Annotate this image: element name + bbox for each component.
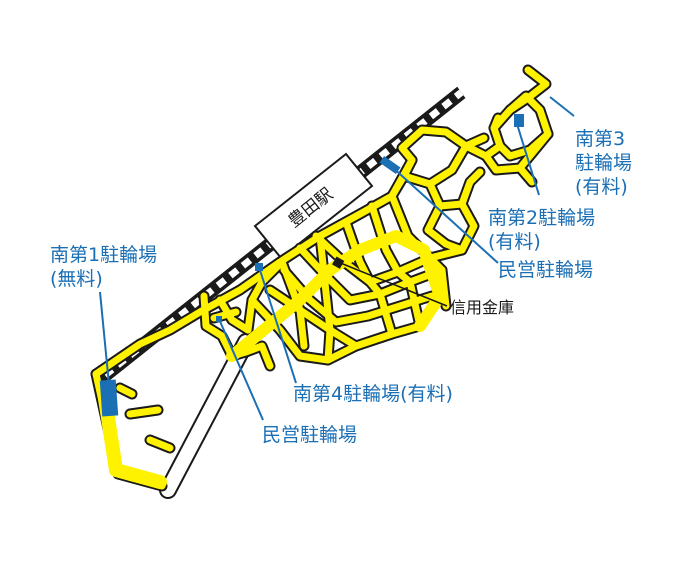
road [116, 384, 174, 452]
leader-minami2 [516, 123, 540, 196]
leader-minami3 [549, 96, 575, 117]
road [482, 130, 552, 174]
leader-minei-west [218, 318, 264, 421]
parking-marker-minami1 [99, 379, 119, 417]
leader-minami4 [258, 266, 297, 384]
label-minei-east: 民営駐輪場 [498, 259, 594, 281]
label-minei-west: 民営駐輪場 [262, 424, 358, 446]
label-minami1: 南第1駐輪場 (無料) [50, 244, 158, 290]
leader-lines [99, 96, 575, 421]
parking-marker-minami3 [514, 114, 524, 127]
road [424, 200, 478, 254]
leader-landmark [337, 261, 448, 307]
road-network [90, 64, 554, 492]
road [244, 258, 286, 334]
road [266, 286, 360, 350]
label-minami3: 南第3 駐輪場 (有料) [575, 128, 633, 198]
label-landmark: 信用金庫 [450, 298, 515, 317]
road [278, 232, 334, 364]
road-edge [97, 385, 167, 489]
road [388, 156, 536, 200]
label-minami2: 南第2駐輪場 (有料) [488, 207, 596, 253]
walkway-strip [159, 333, 255, 499]
main-avenue [226, 230, 446, 362]
road-outline [114, 382, 176, 454]
leader-minami1 [99, 291, 111, 396]
leader-minei-east [389, 164, 499, 264]
label-minami4: 南第4駐輪場(有料) [293, 383, 453, 405]
